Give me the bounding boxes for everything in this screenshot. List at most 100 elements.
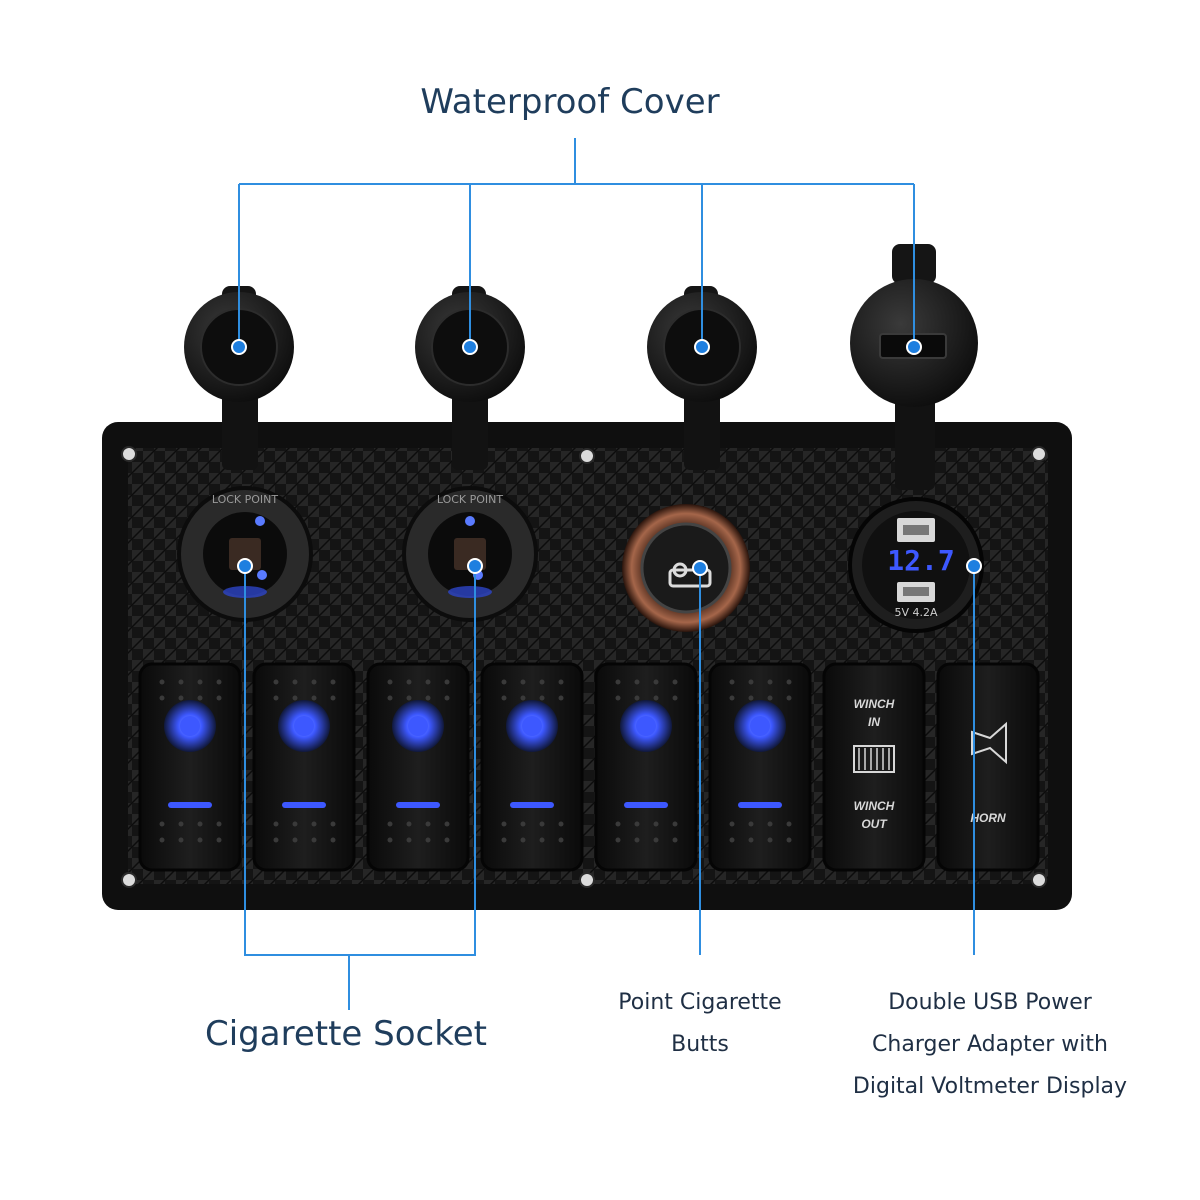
- rocker-switch-winch[interactable]: WINCH IN WINCH OUT: [822, 662, 926, 872]
- voltmeter-display: 12.7: [887, 544, 954, 577]
- rocker-dot: [444, 821, 450, 827]
- rocker-dot: [672, 837, 678, 843]
- rocker-dot: [672, 695, 678, 701]
- mount-hole: [121, 446, 137, 462]
- rocker-dot: [311, 695, 317, 701]
- rocker-led: [522, 716, 542, 736]
- winch-out-label: OUT: [861, 817, 888, 831]
- rocker-led: [408, 716, 428, 736]
- rocker-dot: [387, 679, 393, 685]
- usb-charger-line: Charger Adapter with: [872, 1032, 1108, 1057]
- rocker-dot: [425, 679, 431, 685]
- horn-icon: [971, 721, 1007, 765]
- mount-hole: [121, 872, 137, 888]
- rocker-dot: [197, 837, 203, 843]
- rocker-dot: [653, 695, 659, 701]
- rocker-dot: [178, 679, 184, 685]
- rocker-switch-light[interactable]: [594, 662, 698, 872]
- cigarette-socket: LOCK POINT: [177, 486, 313, 622]
- rocker-body: [594, 662, 698, 872]
- rocker-dot: [425, 695, 431, 701]
- rocker-dot: [311, 837, 317, 843]
- rocker-dot: [558, 821, 564, 827]
- winch-in-label: WINCH: [854, 697, 895, 711]
- rocker-dot: [539, 821, 545, 827]
- rocker-switch-light[interactable]: [366, 662, 470, 872]
- rocker-switch-light[interactable]: [138, 662, 242, 872]
- rocker-dot: [520, 837, 526, 843]
- rocker-dot: [330, 837, 336, 843]
- rocker-dot: [767, 837, 773, 843]
- rocker-dot: [273, 837, 279, 843]
- rocker-dot: [197, 695, 203, 701]
- rocker-dot: [767, 679, 773, 685]
- waterproof-cover-label: Waterproof Cover: [420, 82, 720, 122]
- rocker-switch-light[interactable]: [252, 662, 356, 872]
- rocker-dot: [748, 679, 754, 685]
- rocker-dot: [634, 679, 640, 685]
- mount-hole: [1031, 872, 1047, 888]
- usb-charger-label: Double USB Power Charger Adapter with Di…: [840, 982, 1140, 1108]
- rocker-dot: [558, 679, 564, 685]
- rocker-dot: [615, 821, 621, 827]
- rocker-led: [294, 716, 314, 736]
- rocker-dot: [615, 837, 621, 843]
- horn-label: HORN: [970, 811, 1006, 825]
- rocker-dot: [292, 679, 298, 685]
- rocker-dot: [216, 679, 222, 685]
- rocker-dot: [786, 837, 792, 843]
- point-cigarette-line: Butts: [671, 1032, 729, 1057]
- rocker-dot: [634, 695, 640, 701]
- rocker-dot: [311, 821, 317, 827]
- rocker-dot: [501, 679, 507, 685]
- rocker-dot: [520, 679, 526, 685]
- rocker-dot: [406, 695, 412, 701]
- rocker-switch-horn[interactable]: HORN: [936, 662, 1040, 872]
- rocker-dot: [558, 695, 564, 701]
- rocker-dot: [729, 695, 735, 701]
- rocker-dot: [292, 837, 298, 843]
- rocker-dot: [539, 837, 545, 843]
- rocker-dot: [501, 695, 507, 701]
- callout-lines: [238, 138, 975, 1010]
- socket-ring-label: LOCK POINT: [212, 493, 279, 506]
- rocker-switch-light[interactable]: [480, 662, 584, 872]
- mount-hole: [1031, 446, 1047, 462]
- rocker-dot: [729, 837, 735, 843]
- rocker-dot: [178, 695, 184, 701]
- rocker-dot: [387, 695, 393, 701]
- rocker-dot: [406, 679, 412, 685]
- mount-hole: [579, 448, 595, 464]
- rocker-dot: [387, 821, 393, 827]
- rocker-dot: [748, 837, 754, 843]
- winch-in-label: IN: [868, 715, 880, 729]
- rocker-dot: [653, 679, 659, 685]
- rocker-dot: [444, 679, 450, 685]
- rocker-dot: [748, 821, 754, 827]
- rocker-dot: [767, 695, 773, 701]
- rocker-dot: [292, 821, 298, 827]
- rocker-body: [708, 662, 812, 872]
- rocker-dot: [786, 821, 792, 827]
- usb-charger-line: Double USB Power: [888, 990, 1092, 1015]
- winch-icon: [853, 745, 895, 773]
- rocker-dot: [615, 695, 621, 701]
- rocker-dot: [216, 837, 222, 843]
- cigarette-socket: LOCK POINT: [402, 486, 538, 622]
- rocker-dot: [197, 679, 203, 685]
- rocker-switch-light[interactable]: [708, 662, 812, 872]
- winch-out-label: WINCH: [854, 799, 895, 813]
- rocker-dot: [159, 679, 165, 685]
- rocker-dot: [634, 821, 640, 827]
- rocker-dot: [273, 679, 279, 685]
- rocker-body: [936, 662, 1040, 872]
- rocker-dot: [672, 821, 678, 827]
- rocker-dot: [330, 821, 336, 827]
- rocker-dot: [425, 837, 431, 843]
- rocker-dot: [672, 679, 678, 685]
- rocker-body: [366, 662, 470, 872]
- rocker-dot: [330, 679, 336, 685]
- rocker-dot: [216, 695, 222, 701]
- point-cigarette-line: Point Cigarette: [618, 990, 782, 1015]
- panel-carbon-face: [128, 448, 1048, 884]
